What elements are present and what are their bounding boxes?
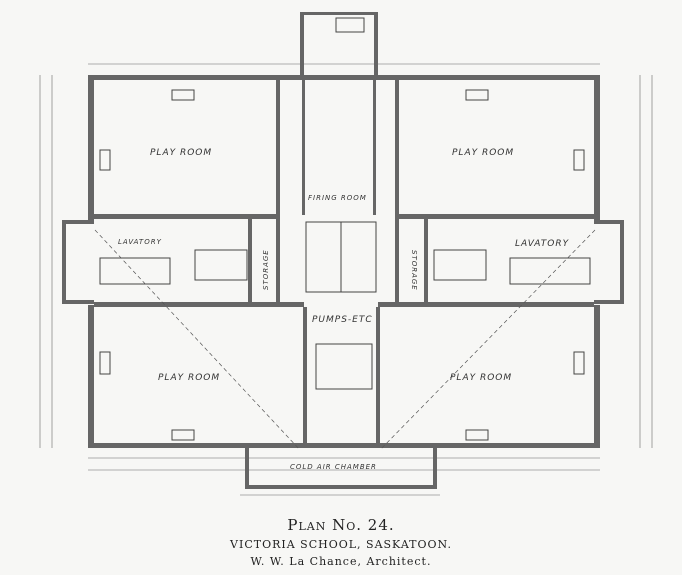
room-label-storage-w: STORAGE [262,249,270,290]
fixtures [94,221,596,451]
room-label-lavatory-e: LAVATORY [515,239,570,249]
room-label-firing-room: FIRING ROOM [308,194,367,202]
room-label-storage-e: STORAGE [410,250,418,291]
room-label-pumps: PUMPS-ETC [312,315,373,325]
plan-architect: W. W. La Chance, Architect. [250,555,432,568]
room-label-play-room-sw: PLAY ROOM [158,373,220,383]
chimney-stack [300,12,378,76]
room-label-play-room-nw: PLAY ROOM [150,148,212,158]
dimension-lines [39,63,653,496]
room-label-cold-air-chamber: COLD AIR CHAMBER [290,463,377,471]
room-label-play-room-se: PLAY ROOM [450,373,512,383]
floor-plan-drawing: PLAY ROOM PLAY ROOM PLAY ROOM PLAY ROOM … [39,12,653,496]
windows [99,89,585,441]
interior-walls [94,80,594,443]
plan-subtitle: VICTORIA SCHOOL, SASKATOON. [230,538,452,551]
room-label-lavatory-w: LAVATORY [118,238,162,246]
outer-walls [62,75,624,489]
room-label-play-room-ne: PLAY ROOM [452,148,514,158]
plan-title: Plan No. 24. [287,516,395,534]
